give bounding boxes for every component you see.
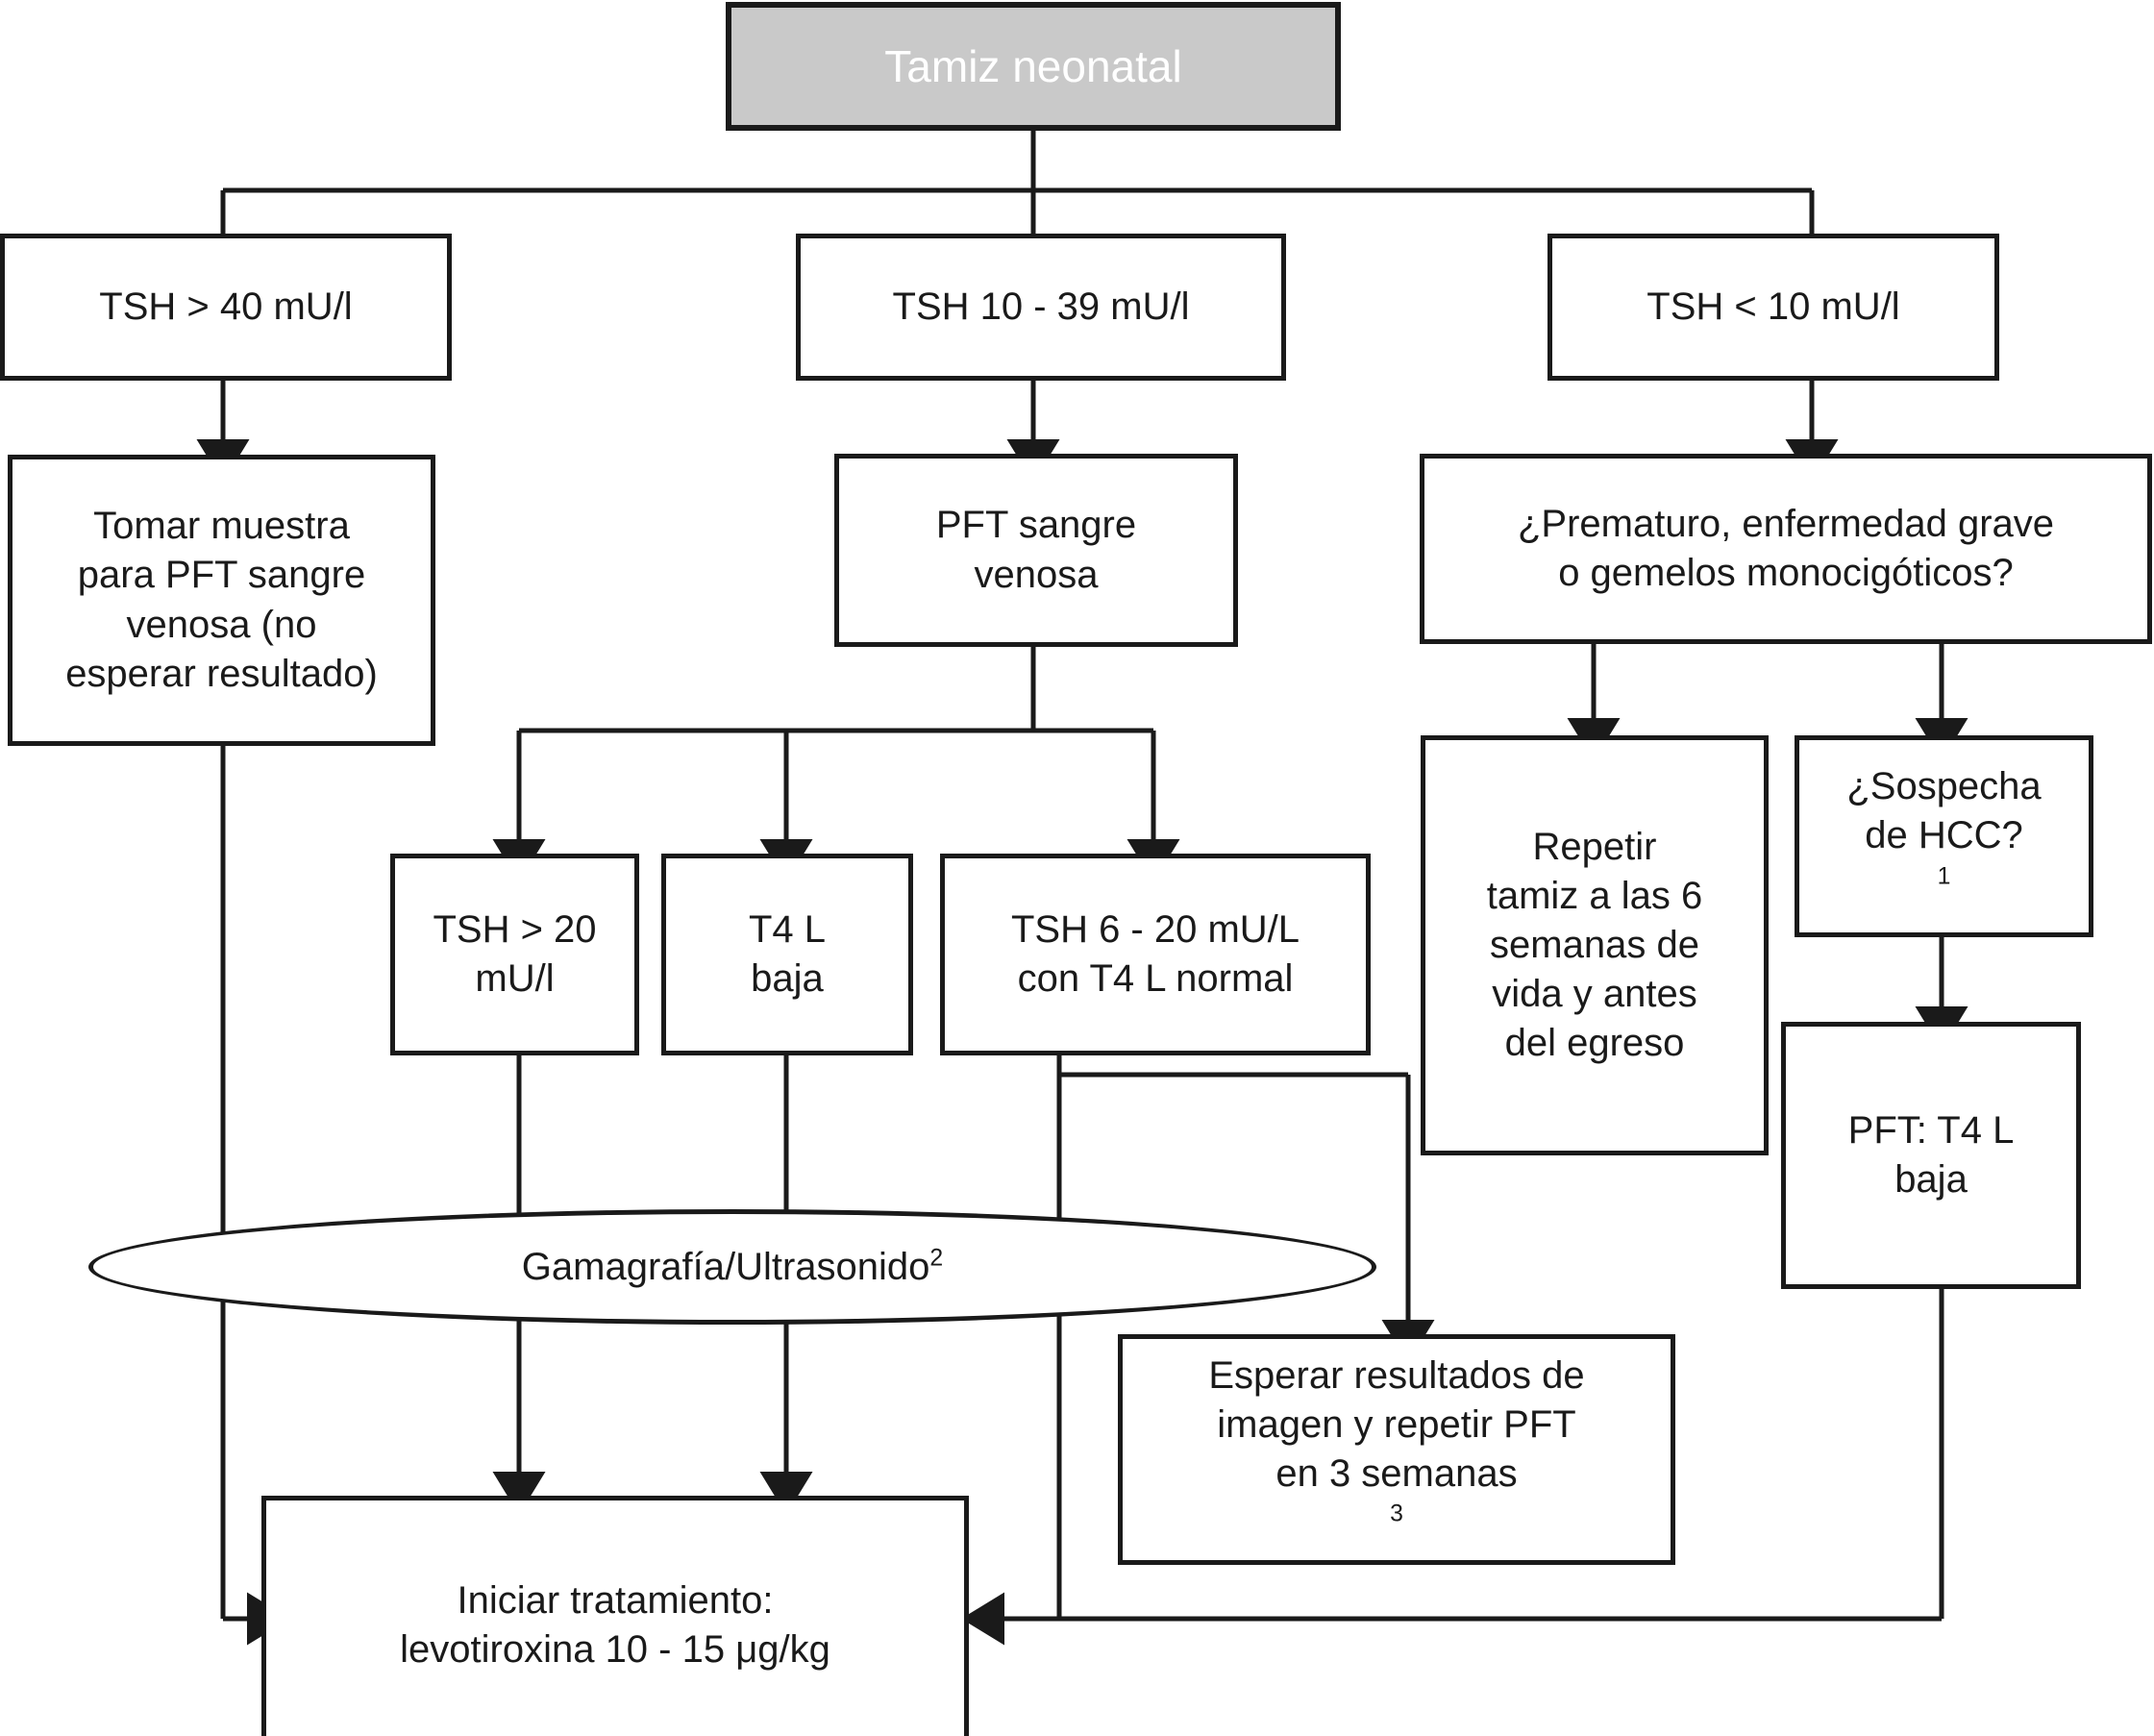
- node-imaging[interactable]: Gamagrafía/Ultrasonido2: [88, 1209, 1376, 1325]
- node-take-sample[interactable]: Tomar muestra para PFT sangre venosa (no…: [8, 455, 435, 746]
- node-suspect-hcc-line1: ¿Sospecha: [1846, 765, 2042, 808]
- node-tsh-high-label: TSH > 40 mU/l: [99, 285, 353, 328]
- node-repeat-line1: Repetir: [1532, 825, 1657, 868]
- node-treatment-line2: levotiroxina 10 - 15 μg/kg: [400, 1628, 830, 1671]
- node-pft-venous-line1: PFT sangre: [935, 504, 1137, 547]
- node-wait-results-line1: Esperar resultados de: [1208, 1353, 1585, 1397]
- node-wait-results-line2: imagen y repetir PFT: [1217, 1402, 1576, 1446]
- node-treatment[interactable]: Iniciar tratamiento: levotiroxina 10 - 1…: [261, 1496, 969, 1736]
- node-pft-venous-line2: venosa: [974, 553, 1099, 596]
- node-pft-t4l-line1: PFT: T4 L: [1847, 1108, 2015, 1152]
- node-tsh-gt20[interactable]: TSH > 20 mU/l: [390, 854, 639, 1055]
- node-pft-venous[interactable]: PFT sangre venosa: [834, 454, 1238, 647]
- node-take-sample-line2: para PFT sangre: [77, 554, 366, 597]
- node-wait-results-line3: en 3 semanas: [1275, 1452, 1518, 1495]
- node-pft-t4l-line2: baja: [1894, 1158, 1968, 1201]
- node-imaging-footnote: 2: [929, 1245, 944, 1272]
- node-screening-label: Tamiz neonatal: [884, 40, 1182, 91]
- node-t4l-low[interactable]: T4 L baja: [661, 854, 913, 1055]
- node-wait-results-footnote: 3: [1390, 1500, 1403, 1527]
- node-tsh-gt20-line2: mU/l: [475, 957, 555, 1000]
- node-repeat-screening[interactable]: Repetir tamiz a las 6 semanas de vida y …: [1421, 735, 1769, 1155]
- node-take-sample-line4: esperar resultado): [65, 652, 378, 695]
- node-tsh-mid-label: TSH 10 - 39 mU/l: [892, 285, 1190, 328]
- node-tsh-6-20[interactable]: TSH 6 - 20 mU/L con T4 L normal: [940, 854, 1371, 1055]
- node-pft-t4l-low[interactable]: PFT: T4 L baja: [1781, 1022, 2081, 1289]
- node-tsh-high[interactable]: TSH > 40 mU/l: [0, 234, 452, 381]
- node-repeat-line5: del egreso: [1504, 1022, 1685, 1065]
- node-t4l-low-line2: baja: [751, 957, 824, 1000]
- node-repeat-line4: vida y antes: [1492, 973, 1697, 1016]
- node-treatment-line1: Iniciar tratamiento:: [457, 1578, 774, 1622]
- node-tsh-low[interactable]: TSH < 10 mU/l: [1547, 234, 1999, 381]
- node-wait-results[interactable]: Esperar resultados de imagen y repetir P…: [1118, 1334, 1675, 1565]
- node-t4l-low-line1: T4 L: [748, 907, 827, 951]
- node-screening[interactable]: Tamiz neonatal: [726, 2, 1341, 131]
- node-suspect-hcc[interactable]: ¿Sospecha de HCC? 1: [1795, 735, 2093, 937]
- node-repeat-line3: semanas de: [1490, 923, 1699, 966]
- node-tsh-6-20-line1: TSH 6 - 20 mU/L: [1010, 907, 1300, 951]
- node-tsh-gt20-line1: TSH > 20: [433, 907, 597, 951]
- node-premature-question[interactable]: ¿Prematuro, enfermedad grave o gemelos m…: [1420, 454, 2152, 644]
- node-suspect-hcc-line2: de HCC?: [1865, 814, 2023, 857]
- node-imaging-label: Gamagrafía/Ultrasonido: [521, 1245, 930, 1288]
- node-premature-line2: o gemelos monocigóticos?: [1558, 552, 2014, 594]
- node-premature-line1: ¿Prematuro, enfermedad grave: [1517, 502, 2055, 545]
- node-repeat-line2: tamiz a las 6: [1486, 874, 1703, 917]
- node-tsh-mid[interactable]: TSH 10 - 39 mU/l: [796, 234, 1286, 381]
- node-tsh-low-label: TSH < 10 mU/l: [1646, 285, 1900, 328]
- node-suspect-hcc-footnote: 1: [1937, 863, 1951, 890]
- node-take-sample-line1: Tomar muestra: [93, 505, 350, 548]
- node-tsh-6-20-line2: con T4 L normal: [1017, 957, 1294, 1000]
- node-take-sample-line3: venosa (no: [126, 603, 317, 646]
